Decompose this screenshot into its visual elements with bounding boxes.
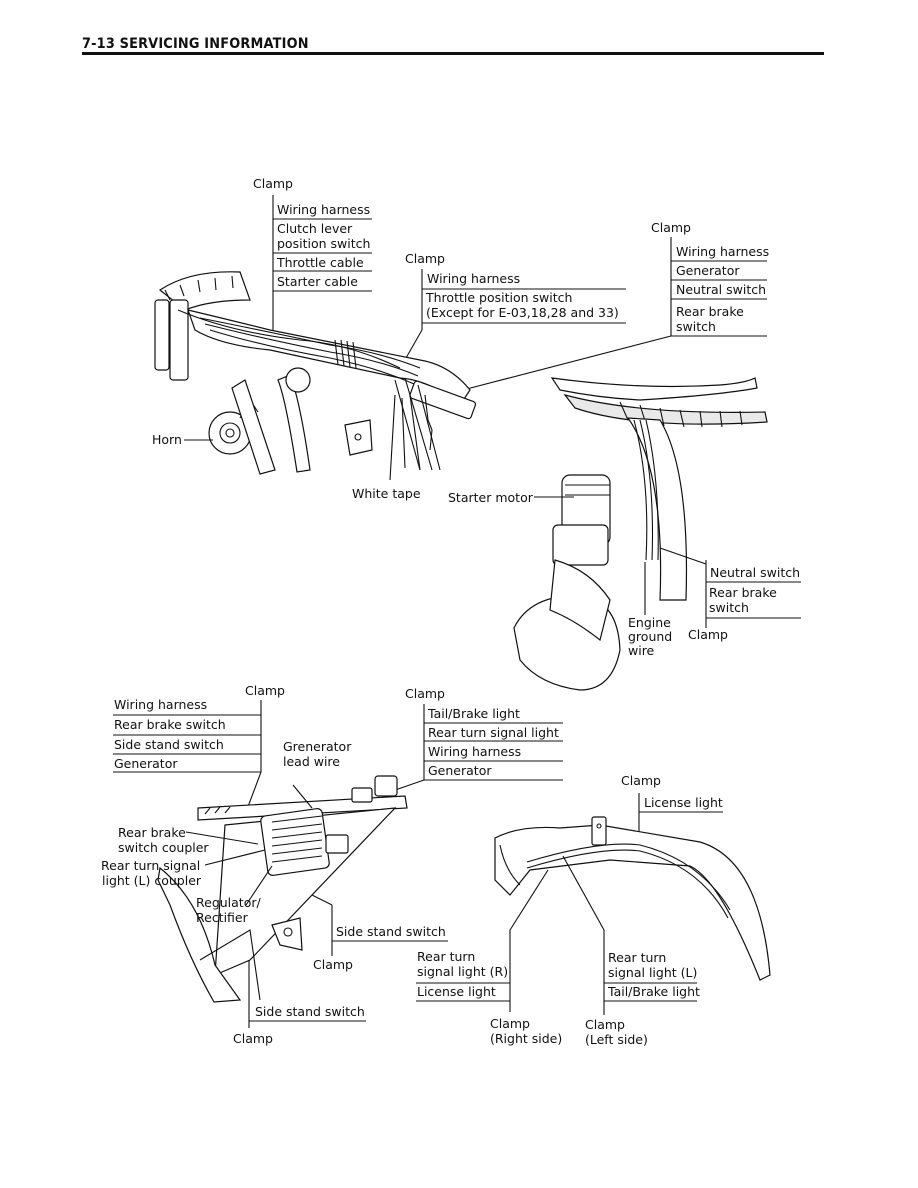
rear-turn-r-label: Rear turn [417, 949, 476, 964]
rear-turn-r-label: signal light (R) [417, 964, 509, 979]
starter-cable-label: Starter cable [277, 274, 358, 289]
license-light-label: License light [417, 984, 496, 999]
page-title: 7-13 SERVICING INFORMATION [82, 36, 309, 52]
clamp-label: Clamp [405, 686, 445, 701]
generator-lead-label: Grenerator [283, 739, 352, 754]
engine-ground-label: ground [628, 629, 673, 644]
clamp-right-label: (Right side) [490, 1031, 563, 1046]
generator-label: Generator [114, 756, 178, 771]
white-tape-label: White tape [352, 486, 421, 501]
position-switch-label: position switch [277, 236, 371, 251]
generator-label: Generator [676, 263, 740, 278]
rear-turn-coupler-label: Rear turn signal [101, 858, 201, 873]
throttle-position-switch-label: Throttle position switch [426, 290, 573, 305]
throttle-cable-label: Throttle cable [277, 255, 364, 270]
tail-brake-light-label: Tail/Brake light [428, 706, 520, 721]
rear-brake-coupler-label: switch coupler [118, 840, 209, 855]
license-light-label: License light [644, 795, 723, 810]
rear-brake-label: Rear brake [676, 304, 744, 319]
wiring-harness-label: Wiring harness [676, 244, 770, 259]
regulator-label: Rectifier [196, 910, 248, 925]
side-stand-switch-label: Side stand switch [255, 1004, 365, 1019]
rear-brake-label: Rear brake [709, 585, 777, 600]
clutch-lever-label: Clutch lever [277, 221, 353, 236]
except-note-label: (Except for E-03,18,28 and 33) [426, 305, 619, 320]
tail-brake-light-label: Tail/Brake light [608, 984, 700, 999]
header-rule [82, 52, 824, 55]
switch-label: switch [676, 319, 716, 334]
wiring-harness-label: Wiring harness [428, 744, 522, 759]
rear-turn-coupler-label: light (L) coupler [102, 873, 202, 888]
clamp-label: Clamp [313, 957, 353, 972]
generator-label: Generator [428, 763, 492, 778]
clamp-label: Clamp [233, 1031, 273, 1046]
page-header: 7-13 SERVICING INFORMATION [82, 34, 824, 56]
neutral-switch-label: Neutral switch [710, 565, 801, 580]
rear-turn-l-label: Rear turn [608, 950, 667, 965]
rear-brake-coupler-label: Rear brake [118, 825, 186, 840]
side-stand-switch-label: Side stand switch [114, 737, 224, 752]
regulator-drawing [113, 700, 563, 1028]
handlebar-drawing [154, 195, 767, 481]
clamp-label: Clamp [245, 683, 285, 698]
starter-motor-label: Starter motor [448, 490, 533, 505]
generator-lead-label: lead wire [283, 754, 340, 769]
wiring-harness-label: Wiring harness [277, 202, 371, 217]
side-stand-switch-label: Side stand switch [336, 924, 446, 939]
wiring-harness-label: Wiring harness [427, 271, 521, 286]
clamp-label: Clamp [651, 220, 691, 235]
engine-ground-label: Engine [628, 615, 671, 630]
engine-ground-label: wire [628, 643, 655, 658]
regulator-label: Regulator/ [196, 895, 261, 910]
rear-fender-drawing [416, 793, 771, 1015]
starter-motor-drawing [513, 377, 801, 691]
clamp-label: Clamp [688, 627, 728, 642]
clamp-left-label: (Left side) [585, 1032, 648, 1047]
wiring-harness-label: Wiring harness [114, 697, 208, 712]
clamp-left-label: Clamp [585, 1017, 625, 1032]
rear-turn-signal-label: Rear turn signal light [428, 725, 559, 740]
clamp-label: Clamp [253, 176, 293, 191]
neutral-switch-label: Neutral switch [676, 282, 767, 297]
rear-brake-switch-label: Rear brake switch [114, 717, 226, 732]
clamp-label: Clamp [405, 251, 445, 266]
horn-label: Horn [152, 432, 182, 447]
clamp-right-label: Clamp [490, 1016, 530, 1031]
switch-label: switch [709, 600, 749, 615]
clamp-label: Clamp [621, 773, 661, 788]
rear-turn-l-label: signal light (L) [608, 965, 698, 980]
